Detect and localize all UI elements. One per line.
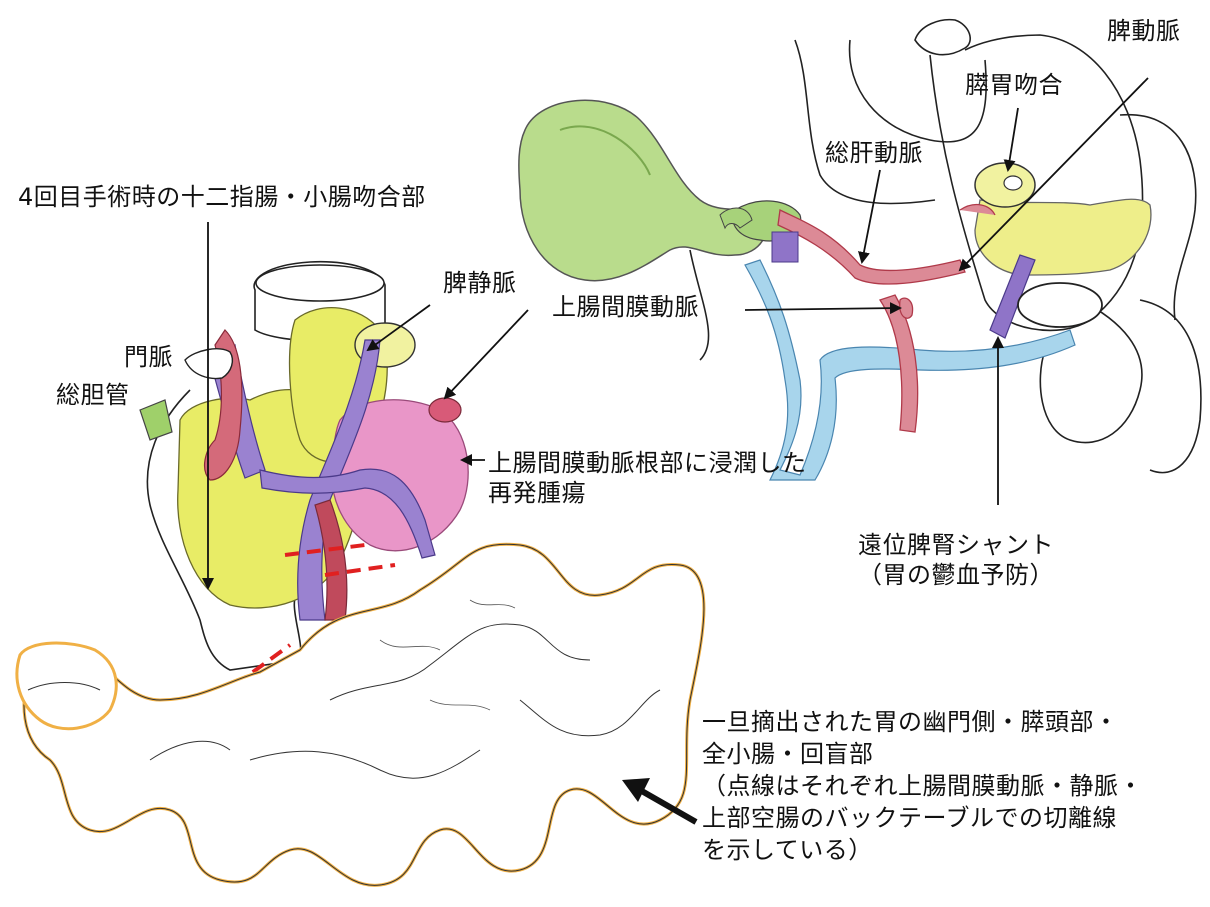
label-tumor-line2: 再発腫瘍 bbox=[488, 478, 807, 508]
colon-descending-outline bbox=[1140, 300, 1201, 473]
label-shunt-line2: （胃の鬱血予防） bbox=[858, 560, 1054, 590]
label-resected-line2: 全小腸・回盲部 bbox=[702, 738, 1143, 770]
esophagus-outline bbox=[915, 20, 970, 55]
arterial-system bbox=[778, 205, 995, 432]
label-common-bile-duct: 総胆管 bbox=[56, 380, 130, 410]
gastric-remnant bbox=[519, 100, 766, 280]
label-splenic-vein: 脾静脈 bbox=[443, 268, 517, 298]
label-tumor-line1: 上腸間膜動脈根部に浸潤した bbox=[488, 448, 807, 478]
resected-specimen bbox=[17, 262, 704, 886]
stomach-cut-end bbox=[1018, 283, 1102, 327]
label-sma: 上腸間膜動脈 bbox=[552, 292, 699, 322]
arrow-pancreaticogastrostomy bbox=[1008, 108, 1018, 170]
label-anastomosis-4th: 4回目手術時の十二指腸・小腸吻合部 bbox=[18, 182, 426, 212]
liver-outline bbox=[795, 40, 935, 204]
label-recurrent-tumor: 上腸間膜動脈根部に浸潤した 再発腫瘍 bbox=[488, 448, 807, 508]
label-pancreaticogastrostomy: 膵胃吻合 bbox=[965, 70, 1063, 100]
portal-vein-stub bbox=[772, 232, 798, 262]
label-splenorenal-shunt: 遠位脾腎シャント （胃の鬱血予防） bbox=[858, 530, 1054, 590]
arrow-common-hepatic-artery bbox=[862, 170, 880, 262]
label-resected-line1: 一旦摘出された胃の幽門側・膵頭部・ bbox=[702, 706, 1143, 738]
bile-duct-stub bbox=[140, 400, 172, 440]
label-shunt-line1: 遠位脾腎シャント bbox=[858, 530, 1054, 560]
label-resected-line5: を示している） bbox=[702, 834, 1143, 866]
label-splenic-artery: 脾動脈 bbox=[1107, 16, 1181, 46]
label-portal-vein: 門脈 bbox=[124, 342, 173, 372]
label-resected-line3: （点線はそれぞれ上腸間膜動脈・静脈・ bbox=[702, 770, 1143, 802]
pancreas-remnant bbox=[975, 163, 1151, 275]
small-intestine bbox=[24, 544, 704, 885]
label-resected-line4: 上部空腸のバックテーブルでの切離線 bbox=[702, 802, 1143, 834]
label-common-hepatic-artery: 総肝動脈 bbox=[825, 138, 923, 168]
arrow-sma-left bbox=[445, 310, 528, 398]
label-resected-organs: 一旦摘出された胃の幽門側・膵頭部・ 全小腸・回盲部 （点線はそれぞれ上腸間膜動脈… bbox=[702, 706, 1143, 866]
